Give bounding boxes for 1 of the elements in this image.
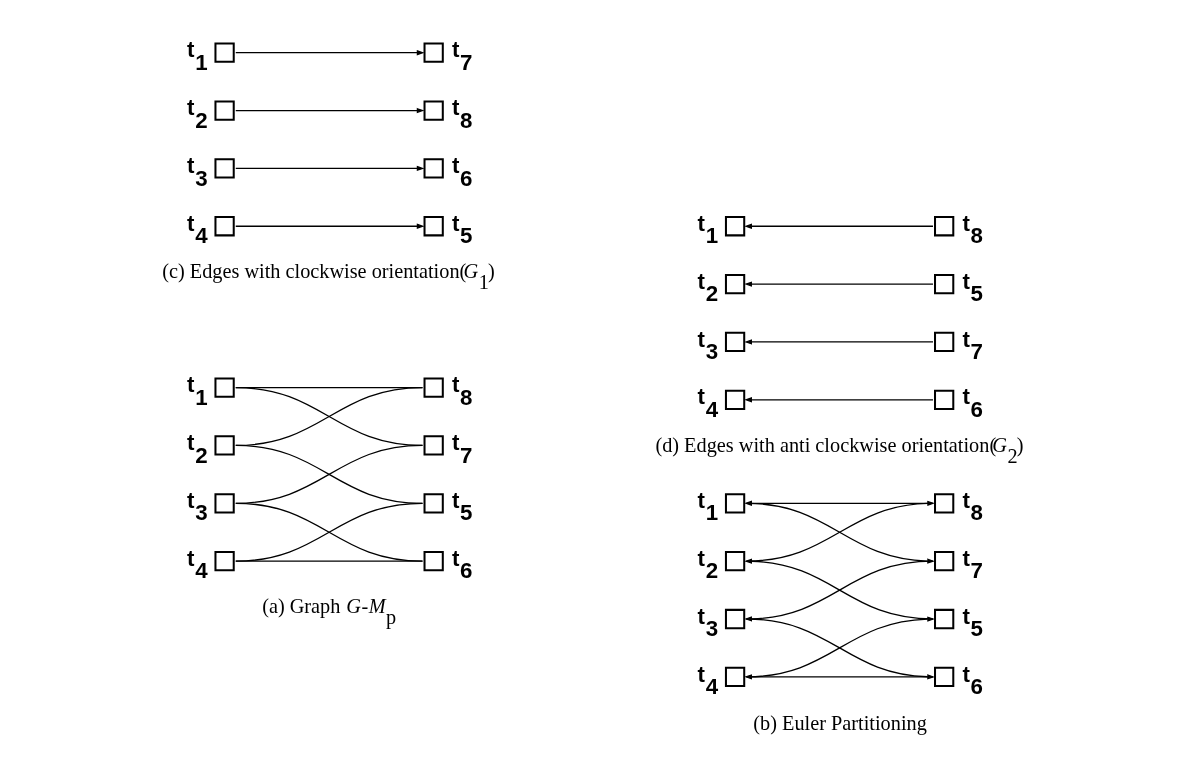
label: (b) Euler Partitioning — [753, 711, 927, 734]
